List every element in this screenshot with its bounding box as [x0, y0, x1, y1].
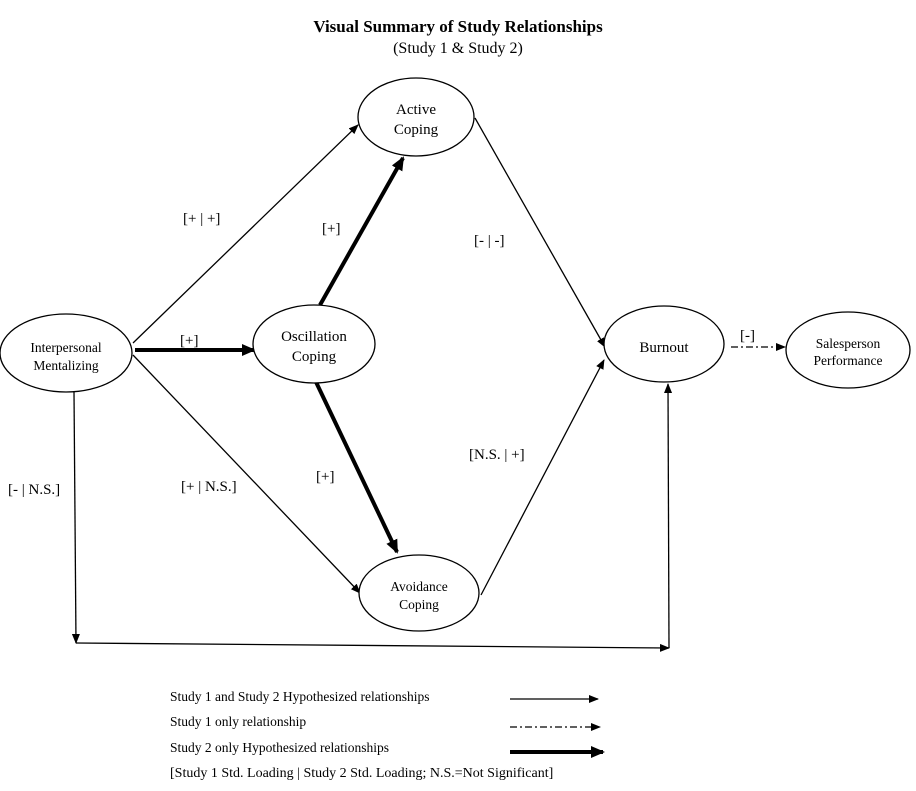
- diagram-title: Visual Summary of Study Relationships: [313, 17, 603, 36]
- edge-im-bottom: [75, 642, 670, 652]
- legend-label-study2: Study 2 only Hypothesized relationships: [170, 740, 389, 755]
- node-burnout: Burnout: [603, 305, 725, 383]
- node-active-coping: Active Coping: [357, 77, 475, 157]
- edge-im-down: [71, 391, 80, 644]
- edge-label-im-osc: [+]: [180, 333, 198, 349]
- edge-avoidance-burnout: [480, 359, 605, 596]
- edge-label-im-burnout: [- | N.S.]: [8, 482, 60, 498]
- edge-label-osc-active: [+]: [322, 221, 340, 237]
- edge-label-im-active: [+ | +]: [183, 211, 220, 227]
- edge-label-avoidance-burnout: [N.S. | +]: [469, 447, 525, 463]
- node-label: Salesperson: [816, 336, 881, 351]
- node-avoidance-coping: Avoidance Coping: [358, 554, 480, 632]
- node-label: Performance: [814, 353, 883, 368]
- legend-label-study1: Study 1 only relationship: [170, 714, 306, 729]
- node-label: Avoidance: [390, 579, 447, 594]
- edge-label-burnout-performance: [-]: [740, 328, 755, 344]
- edge-im-up-to-burnout: [664, 383, 673, 649]
- node-oscillation-coping: Oscillation Coping: [252, 304, 376, 384]
- legend-note: [Study 1 Std. Loading | Study 2 Std. Loa…: [170, 766, 553, 781]
- node-label: Coping: [399, 597, 439, 612]
- edge-label-osc-avoidance: [+]: [316, 469, 334, 485]
- node-salesperson-performance: Salesperson Performance: [785, 311, 911, 389]
- edge-label-active-burnout: [- | -]: [474, 233, 504, 249]
- node-label: Mentalizing: [33, 358, 98, 373]
- node-label: Coping: [292, 349, 337, 365]
- edge-label-im-avoidance: [+ | N.S.]: [181, 479, 237, 495]
- node-label: Coping: [394, 122, 439, 138]
- edge-im-avoidance: [132, 354, 361, 594]
- diagram-subtitle: (Study 1 & Study 2): [393, 40, 523, 57]
- legend-label-both: Study 1 and Study 2 Hypothesized relatio…: [170, 689, 429, 704]
- legend: Study 1 and Study 2 Hypothesized relatio…: [170, 689, 605, 781]
- edge-osc-avoidance: [314, 381, 399, 554]
- edge-im-active: [132, 124, 359, 344]
- node-label: Burnout: [639, 340, 689, 356]
- edge-osc-active: [318, 156, 405, 306]
- node-label: Interpersonal: [30, 340, 101, 355]
- edge-active-burnout: [474, 117, 606, 348]
- node-label: Oscillation: [281, 329, 347, 345]
- node-label: Active: [396, 102, 436, 118]
- node-interpersonal-mentalizing: Interpersonal Mentalizing: [0, 313, 133, 393]
